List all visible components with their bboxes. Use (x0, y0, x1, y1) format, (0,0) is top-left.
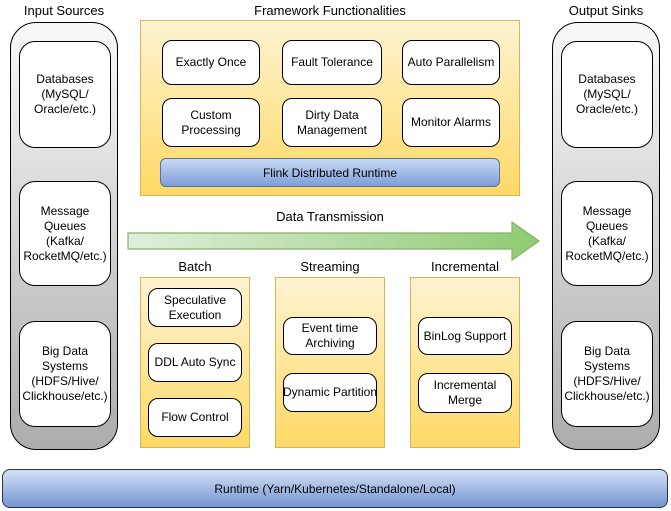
streaming-dynamic-partition-box: Dynamic Partition (283, 373, 377, 412)
input-message-queues-box: Message Queues (Kafka/ RocketMQ/etc.) (19, 181, 111, 286)
output-databases-box: Databases (MySQL/ Oracle/etc.) (561, 41, 653, 148)
feature-custom-processing-box: Custom Processing (162, 98, 260, 147)
output-sinks-title: Output Sinks (568, 3, 644, 18)
incremental-binlog-support-box: BinLog Support (418, 317, 512, 355)
incremental-merge-box: Incremental Merge (418, 373, 512, 413)
data-transmission-label: Data Transmission (276, 209, 384, 224)
data-transmission-arrow (127, 220, 541, 262)
input-databases-box: Databases (MySQL/ Oracle/etc.) (19, 41, 111, 148)
batch-flow-control-box: Flow Control (148, 398, 242, 437)
feature-dirty-data-management-box: Dirty Data Management (282, 98, 382, 147)
streaming-event-time-archiving-box: Event time Archiving (283, 317, 377, 355)
input-big-data-systems-box: Big Data Systems (HDFS/Hive/ Clickhouse/… (19, 321, 111, 427)
incremental-container (410, 277, 520, 448)
input-sources-title: Input Sources (23, 3, 105, 18)
streaming-container (275, 277, 385, 448)
feature-monitor-alarms-box: Monitor Alarms (402, 98, 500, 147)
streaming-title: Streaming (300, 259, 360, 274)
flink-distributed-runtime-bar: Flink Distributed Runtime (160, 158, 500, 187)
incremental-title: Incremental (431, 259, 499, 274)
output-big-data-systems-box: Big Data Systems (HDFS/Hive/ Clickhouse/… (561, 321, 653, 427)
batch-title: Batch (178, 259, 212, 274)
feature-auto-parallelism-box: Auto Parallelism (402, 40, 500, 85)
output-message-queues-box: Message Queues (Kafka/ RocketMQ/etc.) (561, 181, 653, 286)
batch-speculative-execution-box: Speculative Execution (148, 288, 242, 327)
framework-functionalities-title: Framework Functionalities (254, 3, 406, 18)
feature-exactly-once-box: Exactly Once (162, 40, 260, 85)
batch-ddl-auto-sync-box: DDL Auto Sync (148, 343, 242, 382)
runtime-environments-bar: Runtime (Yarn/Kubernetes/Standalone/Loca… (2, 469, 668, 508)
feature-fault-tolerance-box: Fault Tolerance (282, 40, 382, 85)
